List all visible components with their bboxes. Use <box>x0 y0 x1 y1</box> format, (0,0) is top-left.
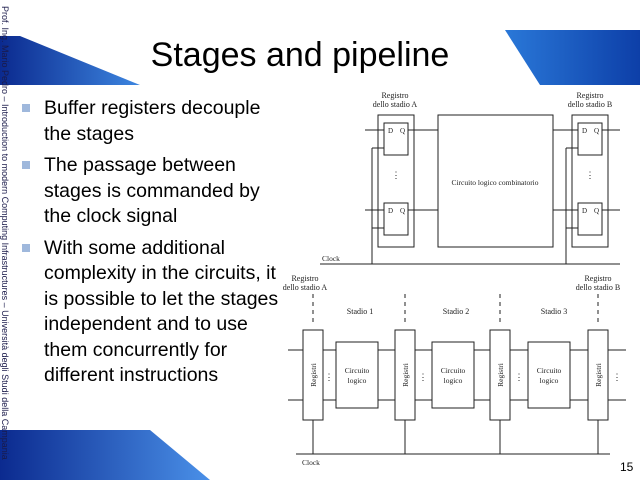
ff-d-label: D <box>388 127 393 135</box>
register-label: Registri <box>309 363 318 387</box>
register-stage-diagram: Registro dello stadio A Registro dello s… <box>320 88 620 278</box>
circuit-label: Circuito <box>537 366 562 375</box>
combinational-circuit-label: Circuito logico combinatorio <box>451 178 538 187</box>
circuit-label: logico <box>348 376 367 385</box>
bullet-marker-icon <box>22 243 30 252</box>
slide-title: Stages and pipeline <box>150 36 450 74</box>
ff-d-label: D <box>582 127 587 135</box>
ff-q-label: Q <box>594 127 599 135</box>
pipeline-label-right-1: Registro <box>584 274 611 283</box>
diagram-label-left-2: dello stadio A <box>373 100 418 109</box>
diagram-label-right-2: dello stadio B <box>568 100 612 109</box>
circuit-label: Circuito <box>345 366 370 375</box>
diagram-label-right-1: Registro <box>576 91 603 100</box>
register-label: Registri <box>496 363 505 387</box>
pipeline-clock-label: Clock <box>302 458 320 467</box>
pipeline-label-left-2: dello stadio A <box>283 283 328 292</box>
ff-q-label: Q <box>594 207 599 215</box>
clock-label: Clock <box>322 254 340 263</box>
ff-d-label: D <box>388 207 393 215</box>
circuit-label: Circuito <box>441 366 466 375</box>
bullet-marker-icon <box>22 104 30 112</box>
svg-text:⋮: ⋮ <box>515 372 524 382</box>
svg-text:⋮: ⋮ <box>392 170 401 180</box>
stage-label: Stadio 2 <box>443 307 469 316</box>
bullet-text: Buffer registers decouple the stages <box>44 97 261 145</box>
page-number: 15 <box>620 460 634 474</box>
svg-text:⋮: ⋮ <box>613 372 622 382</box>
diagram-label-left-1: Registro <box>381 91 408 100</box>
bullet-item: Buffer registers decouple the stages <box>22 96 282 147</box>
circuit-label: logico <box>444 376 463 385</box>
bullet-item: The passage between stages is commanded … <box>22 153 282 230</box>
pipeline-label-right-2: dello stadio B <box>576 283 620 292</box>
pipeline-label-left-1: Registro <box>291 274 318 283</box>
bullet-marker-icon <box>22 161 30 169</box>
svg-text:⋮: ⋮ <box>419 372 428 382</box>
pipeline-stages-diagram: Registro dello stadio A Registro dello s… <box>278 270 638 468</box>
ff-d-label: D <box>582 207 587 215</box>
register-label: Registri <box>594 363 603 387</box>
bullet-text: The passage between stages is commanded … <box>44 154 260 227</box>
stage-label: Stadio 3 <box>541 307 567 316</box>
stage-label: Stadio 1 <box>347 307 373 316</box>
bullet-item: With some additional complexity in the c… <box>22 236 282 389</box>
circuit-label: logico <box>540 376 559 385</box>
ff-q-label: Q <box>400 207 405 215</box>
svg-text:⋮: ⋮ <box>325 372 334 382</box>
svg-text:⋮: ⋮ <box>586 170 595 180</box>
register-label: Registri <box>401 363 410 387</box>
ff-q-label: Q <box>400 127 405 135</box>
bullet-text: With some additional complexity in the c… <box>44 236 279 387</box>
bullet-list: Buffer registers decouple the stages The… <box>22 96 282 395</box>
